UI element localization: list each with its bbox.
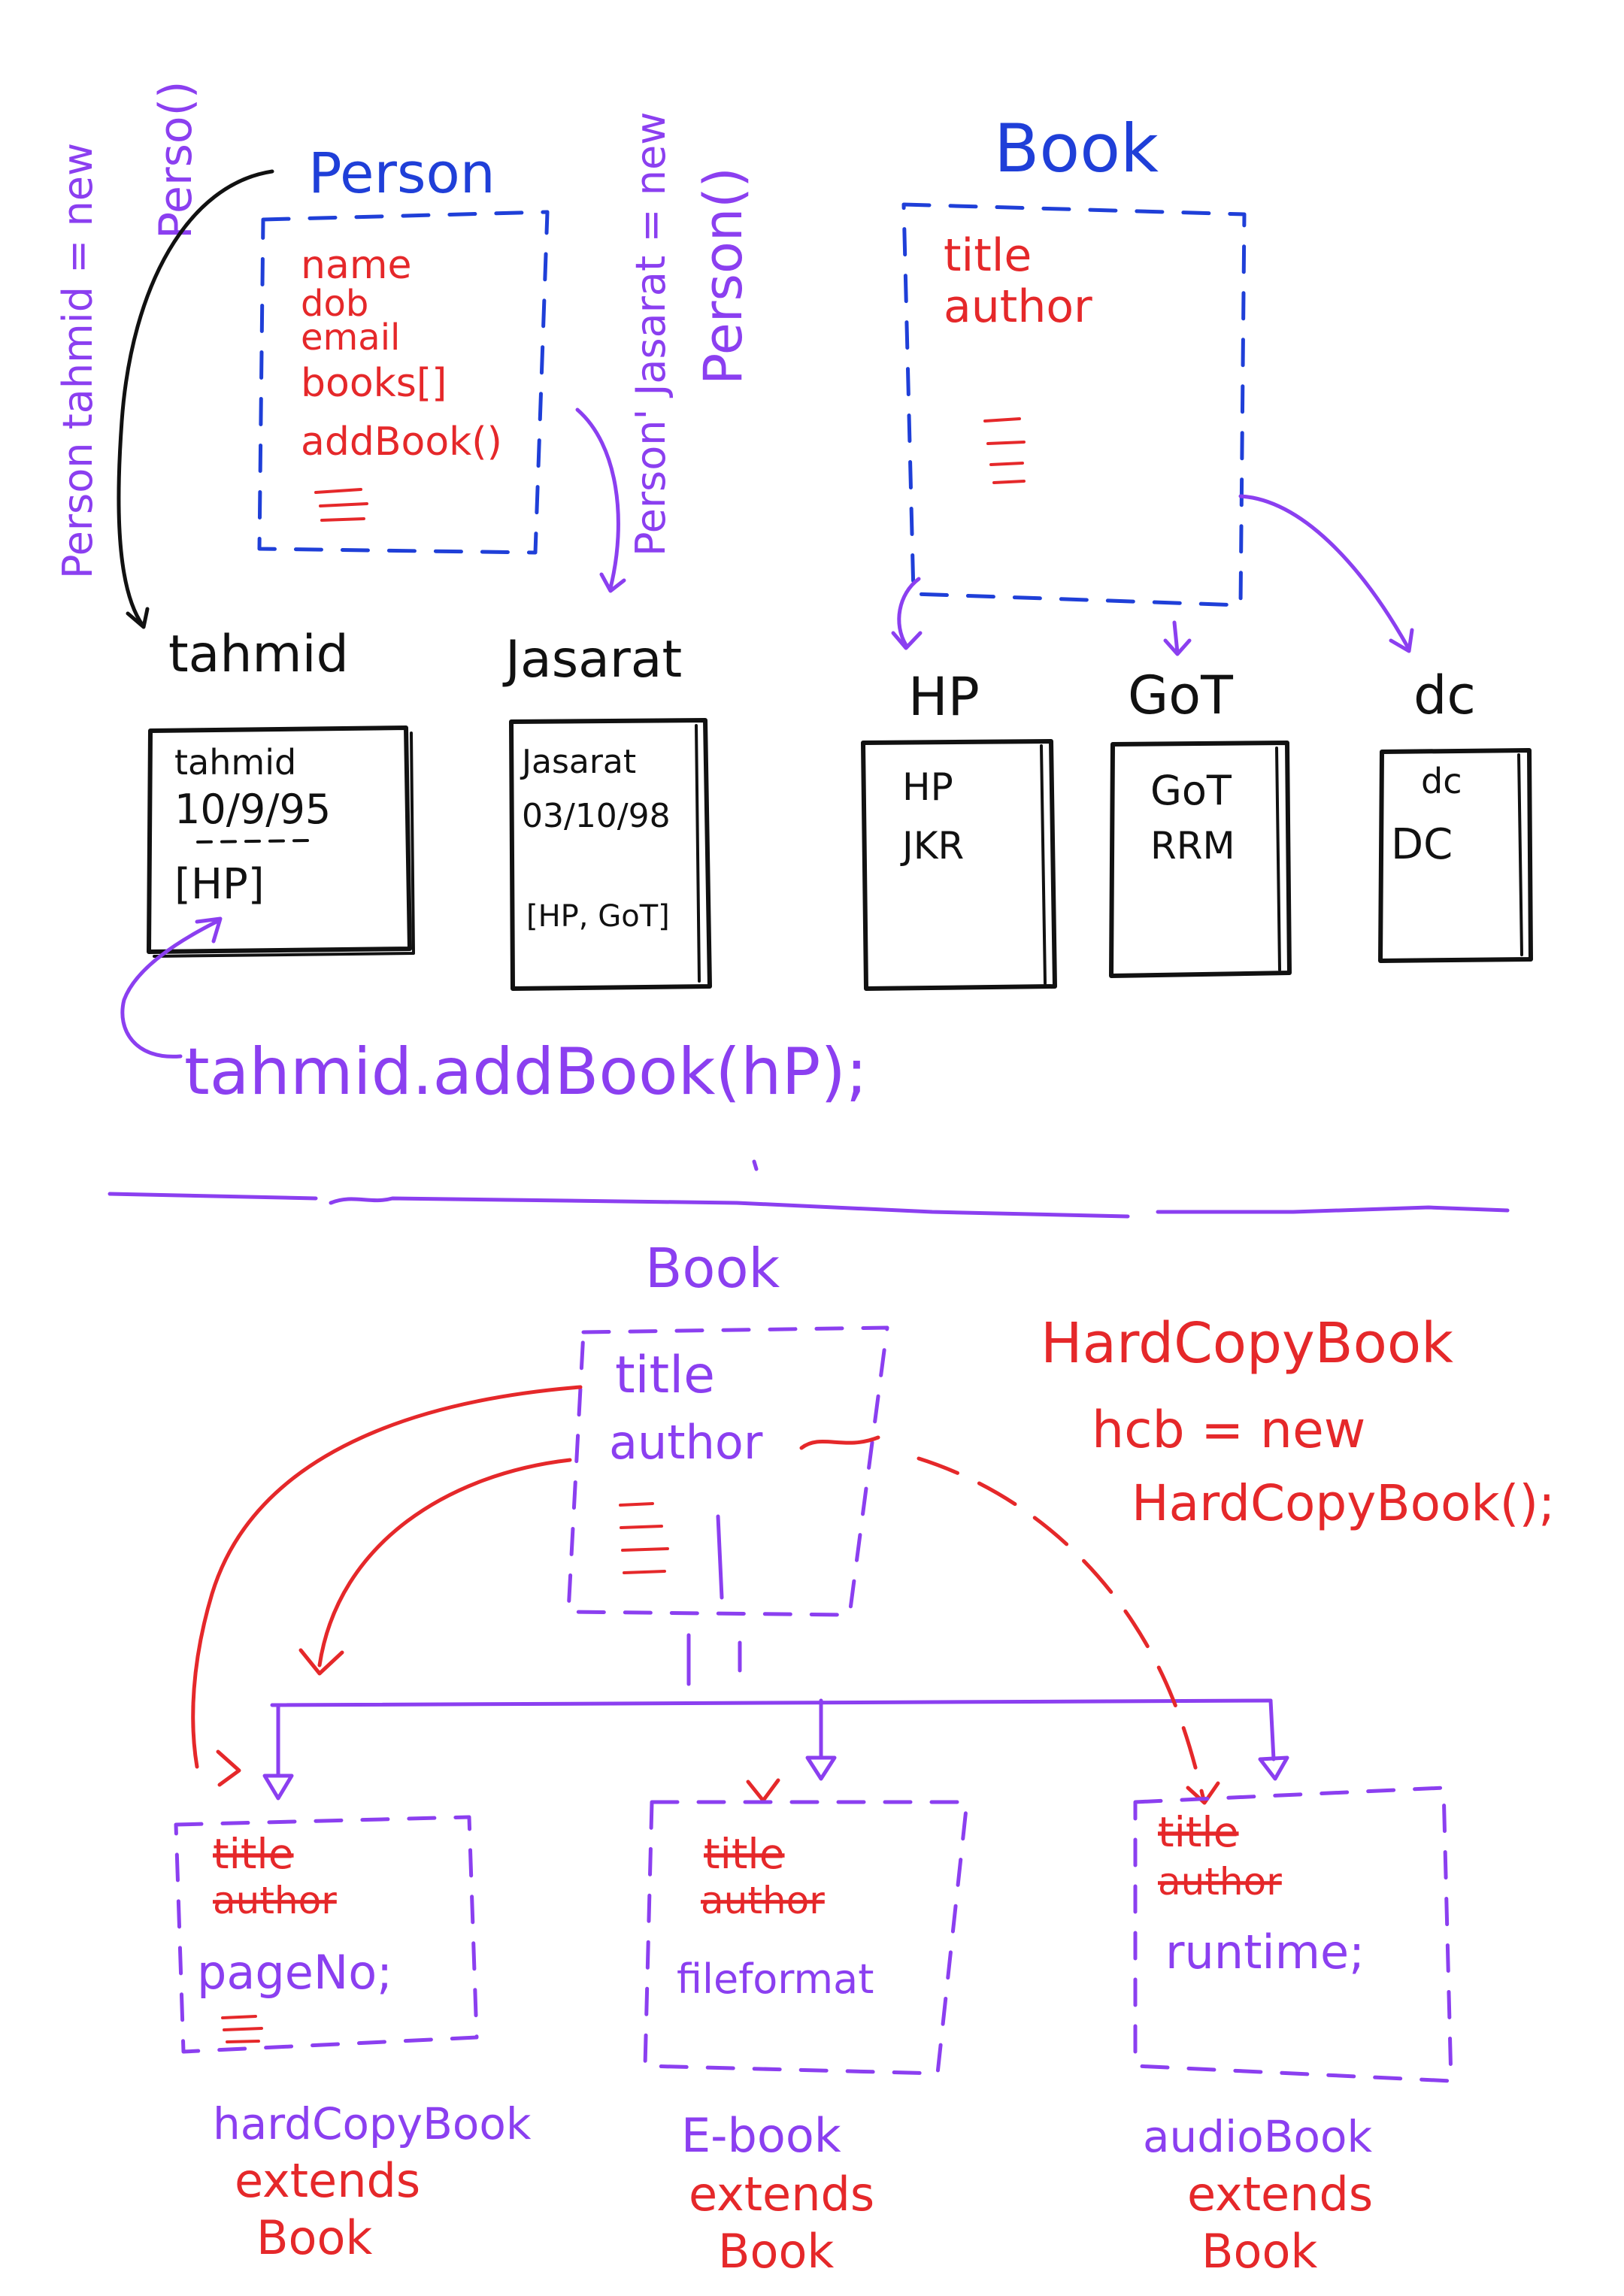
person-field-name: name bbox=[301, 243, 411, 288]
hardcopybook-instantiation-line1: hcb = new bbox=[1092, 1401, 1365, 1460]
subclass-hardcopybook-caption-parent: Book bbox=[256, 2210, 372, 2265]
subclass-audiobook-caption-extends: extends bbox=[1187, 2167, 1373, 2222]
person-class-title: Person bbox=[308, 141, 495, 206]
person-field-dob: dob bbox=[301, 283, 368, 325]
subclass-ebook-inherited-title: title bbox=[704, 1830, 785, 1878]
person-class-box bbox=[257, 210, 550, 555]
object-label-dc: dc bbox=[1413, 665, 1476, 726]
object-label-hp: HP bbox=[908, 666, 980, 728]
base-book-class-box bbox=[566, 1325, 889, 1617]
tahmid-object-dob: 10/9/95 bbox=[174, 786, 331, 833]
jasarat-object-name: Jasarat bbox=[520, 743, 636, 781]
tahmid-object-books: [HP] bbox=[174, 860, 265, 909]
subclass-hardcopybook: title author pageNo; hardCopyBook extend… bbox=[174, 1815, 532, 2265]
person-field-books: books[] bbox=[301, 361, 447, 406]
book-class: Book title author bbox=[901, 110, 1247, 607]
subclass-ebook-box bbox=[643, 1800, 969, 2076]
object-instantiation-section: Person tahmid = new Perso() Person' Jasa… bbox=[54, 81, 1533, 1110]
subclass-hardcopybook-inherited-author: author bbox=[213, 1879, 337, 1922]
person-field-email: email bbox=[301, 317, 400, 359]
hardcopybook-instantiation-line2: HardCopyBook(); bbox=[1132, 1474, 1555, 1532]
subclass-ebook-caption-name: E-book bbox=[681, 2108, 841, 2163]
person-ellipsis-marks bbox=[314, 488, 368, 522]
dc-object-author: DC bbox=[1391, 820, 1453, 869]
base-book-class-title: Book bbox=[645, 1237, 780, 1300]
book-class-box bbox=[901, 202, 1247, 607]
object-label-got: GoT bbox=[1128, 665, 1233, 726]
subclass-audiobook-inherited-title: title bbox=[1158, 1808, 1239, 1856]
hp-object-box: HP JKR bbox=[861, 739, 1057, 991]
tahmid-object-email-placeholder bbox=[196, 839, 310, 844]
dc-object-title: dc bbox=[1421, 761, 1462, 801]
subclass-audiobook-box bbox=[1133, 1786, 1453, 2083]
book-field-title: title bbox=[944, 229, 1032, 282]
tahmid-object-name: tahmid bbox=[174, 742, 296, 783]
got-object-author: RRM bbox=[1150, 824, 1235, 868]
subclass-audiobook: title author runtime; audioBook extends … bbox=[1133, 1786, 1453, 2279]
inherit-author-arrow bbox=[298, 1458, 572, 1676]
hp-object-author: JKR bbox=[900, 824, 964, 868]
tahmid-object-box: tahmid 10/9/95 [HP] bbox=[147, 725, 415, 958]
object-label-tahmid: tahmid bbox=[168, 625, 349, 684]
got-object-box: GoT RRM bbox=[1109, 741, 1292, 978]
subclass-hardcopybook-ellipsis-marks bbox=[221, 2015, 263, 2043]
base-book-field-title: title bbox=[615, 1346, 715, 1405]
jasarat-instantiation-arrow bbox=[575, 407, 626, 593]
add-book-arrow bbox=[120, 916, 223, 1059]
jasarat-object-box: Jasarat 03/10/98 [HP, GoT] bbox=[509, 718, 712, 991]
hp-object-title: HP bbox=[902, 765, 953, 809]
subclass-hardcopybook-field: pageNo; bbox=[197, 1945, 392, 2000]
book-to-dc-arrow bbox=[1238, 494, 1414, 653]
inheritance-section: Book title author bbox=[174, 1237, 1555, 2279]
subclass-audiobook-field: runtime; bbox=[1165, 1925, 1365, 1979]
book-class-title: Book bbox=[994, 110, 1159, 187]
dc-object-box: dc DC bbox=[1378, 748, 1533, 963]
jasarat-object-dob: 03/10/98 bbox=[522, 797, 671, 835]
book-to-got-arrow bbox=[1163, 620, 1192, 656]
book-field-author: author bbox=[944, 280, 1092, 333]
inherit-title-arrow bbox=[191, 1385, 583, 1787]
subclass-hardcopybook-caption-extends: extends bbox=[235, 2153, 420, 2208]
book-to-hp-arrow bbox=[891, 577, 923, 650]
hardcopybook-instantiation: HardCopyBook hcb = new HardCopyBook(); bbox=[1041, 1311, 1555, 1532]
method-call-statement: tahmid.addBook(hP); bbox=[184, 1034, 868, 1110]
jasarat-object-books: [HP, GoT] bbox=[526, 899, 670, 934]
inheritance-connector bbox=[262, 1633, 1289, 1801]
base-book-field-author: author bbox=[609, 1415, 763, 1470]
base-book-ellipsis-marks bbox=[619, 1502, 669, 1574]
subclass-hardcopybook-inherited-title: title bbox=[213, 1830, 294, 1878]
base-book-tick bbox=[716, 1514, 724, 1600]
subclass-ebook-field: fileformat bbox=[677, 1955, 874, 2003]
subclass-audiobook-caption-parent: Book bbox=[1201, 2224, 1317, 2279]
tahmid-declaration-line1: Person tahmid = new bbox=[54, 143, 102, 579]
got-object-title: GoT bbox=[1150, 767, 1232, 814]
subclass-hardcopybook-box bbox=[174, 1815, 479, 2054]
jasarat-declaration-line1: Person' Jasarat = new bbox=[627, 112, 674, 556]
person-class: Person name dob email books[] addBook() bbox=[257, 141, 550, 555]
subclass-ebook: title author fileformat E-book extends B… bbox=[643, 1800, 969, 2279]
subclass-ebook-caption-extends: extends bbox=[689, 2167, 874, 2222]
subclass-ebook-inherited-author: author bbox=[701, 1879, 825, 1922]
hardcopybook-class-name: HardCopyBook bbox=[1041, 1311, 1453, 1376]
tahmid-declaration-line2: Perso() bbox=[150, 81, 202, 239]
subclass-ebook-caption-parent: Book bbox=[718, 2224, 834, 2279]
book-ellipsis-marks bbox=[983, 417, 1026, 484]
section-divider bbox=[108, 1159, 1510, 1219]
tahmid-instantiation-arrow bbox=[117, 169, 274, 629]
person-method-addbook: addBook() bbox=[301, 420, 502, 465]
object-label-jasarat: Jasarat bbox=[502, 630, 682, 689]
base-book-class: Book title author bbox=[566, 1237, 889, 1617]
subclass-audiobook-inherited-author: author bbox=[1158, 1860, 1282, 1904]
subclass-audiobook-caption-name: audioBook bbox=[1143, 2111, 1372, 2162]
subclass-hardcopybook-caption-name: hardCopyBook bbox=[213, 2098, 532, 2149]
jasarat-declaration-line2: Person() bbox=[692, 167, 754, 385]
